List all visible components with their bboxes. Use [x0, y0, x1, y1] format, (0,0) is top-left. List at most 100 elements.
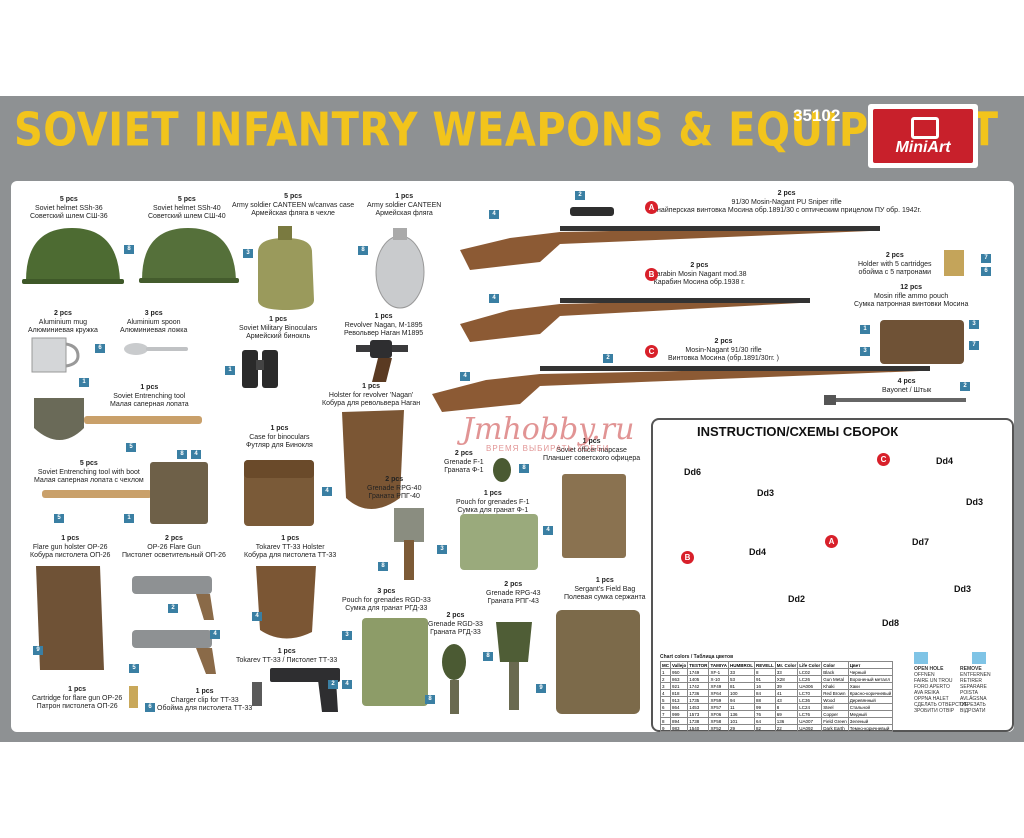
chart-cell: 53	[727, 675, 755, 683]
chart-cell: 99	[753, 703, 776, 711]
chart-cell: Field Green	[821, 717, 849, 725]
color-tag: 4	[252, 612, 262, 621]
chart-cell: Вороненый металл	[847, 675, 894, 683]
chart-cell: XF49	[708, 682, 729, 690]
chart-cell: LC26	[797, 675, 823, 683]
color-tag: 3	[342, 631, 352, 640]
chart-cell: 69	[774, 710, 799, 718]
ammo-pouch-icon	[880, 320, 964, 364]
chart-cell: 818	[669, 689, 689, 697]
chart-cell: LC24	[797, 703, 823, 711]
chart-cell: Life Color	[797, 661, 823, 669]
chart-cell: Wood	[821, 696, 849, 704]
legend-line: СДЕЛАТЬ ОТВЕРСТИЕ	[914, 702, 969, 708]
carbine-b-icon	[460, 298, 810, 342]
color-tag: 2	[575, 191, 585, 200]
instruction-title: INSTRUCTION/СХЕМЫ СБОРОК	[697, 424, 899, 439]
color-tag: 1	[225, 366, 235, 375]
chart-cell: LC76	[797, 710, 823, 718]
logo-background: MiniArt	[873, 109, 973, 163]
chart-cell: LC02	[797, 668, 823, 676]
chart-caption: Chart colors / Таблица цветов	[660, 654, 734, 660]
chart-cell: 6	[660, 703, 671, 711]
shovel-boot-icon	[42, 462, 208, 524]
chart-cell: Цвет	[847, 661, 894, 669]
chart-cell: MC	[660, 661, 671, 669]
chart-cell: 1738	[687, 717, 710, 725]
instruction-mark-b: B	[681, 551, 694, 564]
mark-a: A	[645, 201, 658, 214]
chart-cell: LC36	[797, 696, 823, 704]
chart-cell: 100	[727, 689, 755, 697]
tt-holster-icon	[256, 566, 316, 639]
part-dd3: Dd3	[757, 488, 775, 498]
chart-cell: Mr. Color	[774, 661, 799, 669]
chart-cell: Хаки	[847, 682, 894, 690]
chart-cell: 43	[774, 696, 799, 704]
chart-cell: 22	[774, 724, 799, 732]
shovel-icon	[34, 398, 202, 440]
chart-cell: 136	[727, 710, 755, 718]
chart-cell: 1	[660, 668, 671, 676]
chart-cell: HUMBROL	[727, 661, 755, 669]
mark-b: B	[645, 268, 658, 281]
part-dd3: Dd3	[966, 497, 984, 507]
chart-cell: XF57	[708, 703, 729, 711]
rgd33-grenade-icon	[442, 644, 466, 714]
chart-cell: 1735	[687, 696, 710, 704]
color-tag: 6	[95, 344, 105, 353]
chart-cell: Copper	[821, 710, 849, 718]
logo-text: MiniArt	[895, 139, 951, 156]
color-tag: 6	[981, 267, 991, 276]
chart-cell: LC70	[797, 689, 823, 697]
chart-cell: 921	[669, 682, 689, 690]
watermark: Jmhobby.ru	[462, 412, 635, 447]
chart-cell: XF64	[708, 689, 729, 697]
chart-cell: 33	[727, 668, 755, 676]
chart-cell: 81	[727, 682, 755, 690]
chart-cell: Color	[821, 661, 849, 669]
color-tag: 8	[519, 464, 529, 473]
chart-cell: XF59	[708, 696, 729, 704]
chart-cell: 2	[660, 675, 671, 683]
chart-cell: TESTOR	[687, 661, 710, 669]
legend-line: ВІДРІЗАТИ	[960, 708, 986, 714]
legend-line: ЗРОБИТИ ОТВІР	[914, 708, 955, 714]
chart-cell: 8	[774, 703, 799, 711]
cartridge-icon	[129, 686, 138, 708]
chart-cell: XF52	[708, 724, 729, 732]
f1-grenade-icon	[493, 458, 511, 482]
chart-cell: 11	[727, 703, 755, 711]
chart-cell: 101	[727, 717, 755, 725]
logo-box-icon	[911, 117, 939, 139]
clip-icon	[252, 682, 262, 706]
chart-cell: Зеленый	[847, 717, 894, 725]
rifle-c-icon	[432, 366, 930, 412]
legend-line: OPPNA HALET	[914, 696, 949, 702]
helmet-ssh40-icon	[139, 228, 239, 283]
f1-pouch-icon	[460, 514, 538, 570]
color-tag: 1	[79, 378, 89, 387]
chart-cell: 5	[660, 696, 671, 704]
binocular-case-icon	[244, 460, 314, 526]
chart-cell: Black	[821, 668, 849, 676]
color-tag: 4	[543, 526, 553, 535]
color-tag: 2	[168, 604, 178, 613]
